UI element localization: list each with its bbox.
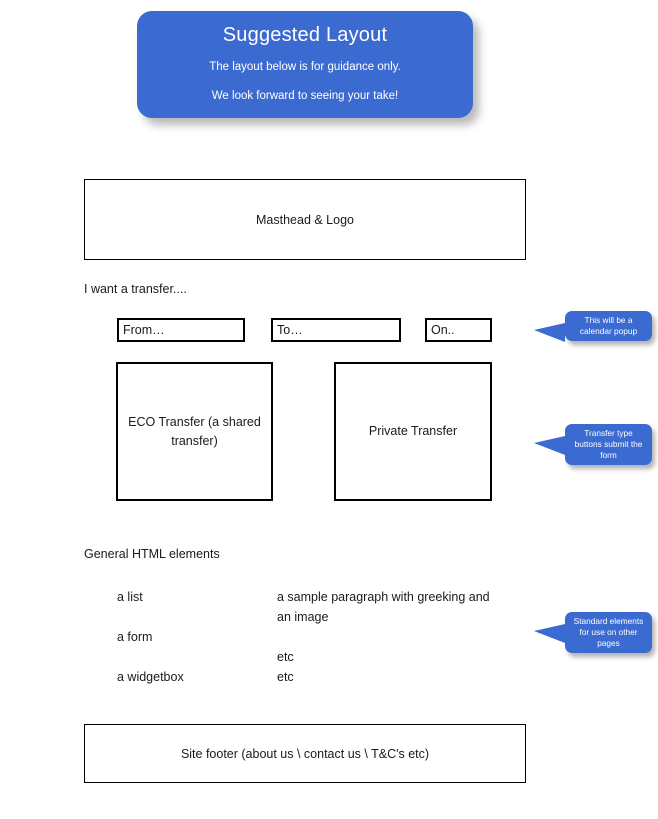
on-date-input[interactable]: On..: [425, 318, 492, 342]
general-item-paragraph: a sample paragraph with greeking and an …: [277, 590, 490, 624]
general-elements-label: General HTML elements: [84, 547, 220, 561]
from-input-value: From…: [123, 323, 165, 337]
banner-subtitle-line-1: The layout below is for guidance only.: [209, 61, 401, 73]
general-item-form: a form: [117, 630, 153, 644]
private-transfer-button[interactable]: Private Transfer: [334, 362, 492, 501]
general-item-widgetbox: a widgetbox: [117, 670, 184, 684]
eco-transfer-label: ECO Transfer (a shared transfer): [128, 414, 261, 448]
callout-transfer-type: Transfer type buttons submit the form: [534, 424, 652, 465]
callout-transfer-type-text: Transfer type buttons submit the form: [574, 428, 643, 460]
suggested-layout-banner: Suggested Layout The layout below is for…: [137, 11, 473, 118]
masthead-label: Masthead & Logo: [256, 212, 354, 227]
masthead-logo-box: Masthead & Logo: [84, 179, 526, 260]
to-input-value: To…: [277, 323, 303, 337]
callout-calendar-text: This will be a calendar popup: [579, 315, 638, 336]
site-footer-label: Site footer (about us \ contact us \ T&C…: [180, 746, 430, 761]
general-item-etc-2: etc: [277, 670, 294, 684]
banner-subtitle-line-2: We look forward to seeing your take!: [211, 90, 399, 102]
private-transfer-label: Private Transfer: [368, 424, 458, 438]
general-item-list: a list: [117, 590, 143, 604]
site-footer-box: Site footer (about us \ contact us \ T&C…: [84, 724, 526, 783]
transfer-section-label: I want a transfer....: [84, 282, 187, 296]
callout-standard-elements-text: Standard elements for use on other pages: [573, 616, 644, 648]
callout-standard-elements: Standard elements for use on other pages: [534, 612, 652, 653]
banner-title: Suggested Layout: [222, 24, 388, 46]
general-item-etc-1: etc: [277, 650, 294, 664]
callout-calendar: This will be a calendar popup: [534, 311, 652, 342]
eco-transfer-button[interactable]: ECO Transfer (a shared transfer): [116, 362, 273, 501]
on-date-input-value: On..: [431, 323, 455, 337]
from-input[interactable]: From…: [117, 318, 245, 342]
to-input[interactable]: To…: [271, 318, 401, 342]
